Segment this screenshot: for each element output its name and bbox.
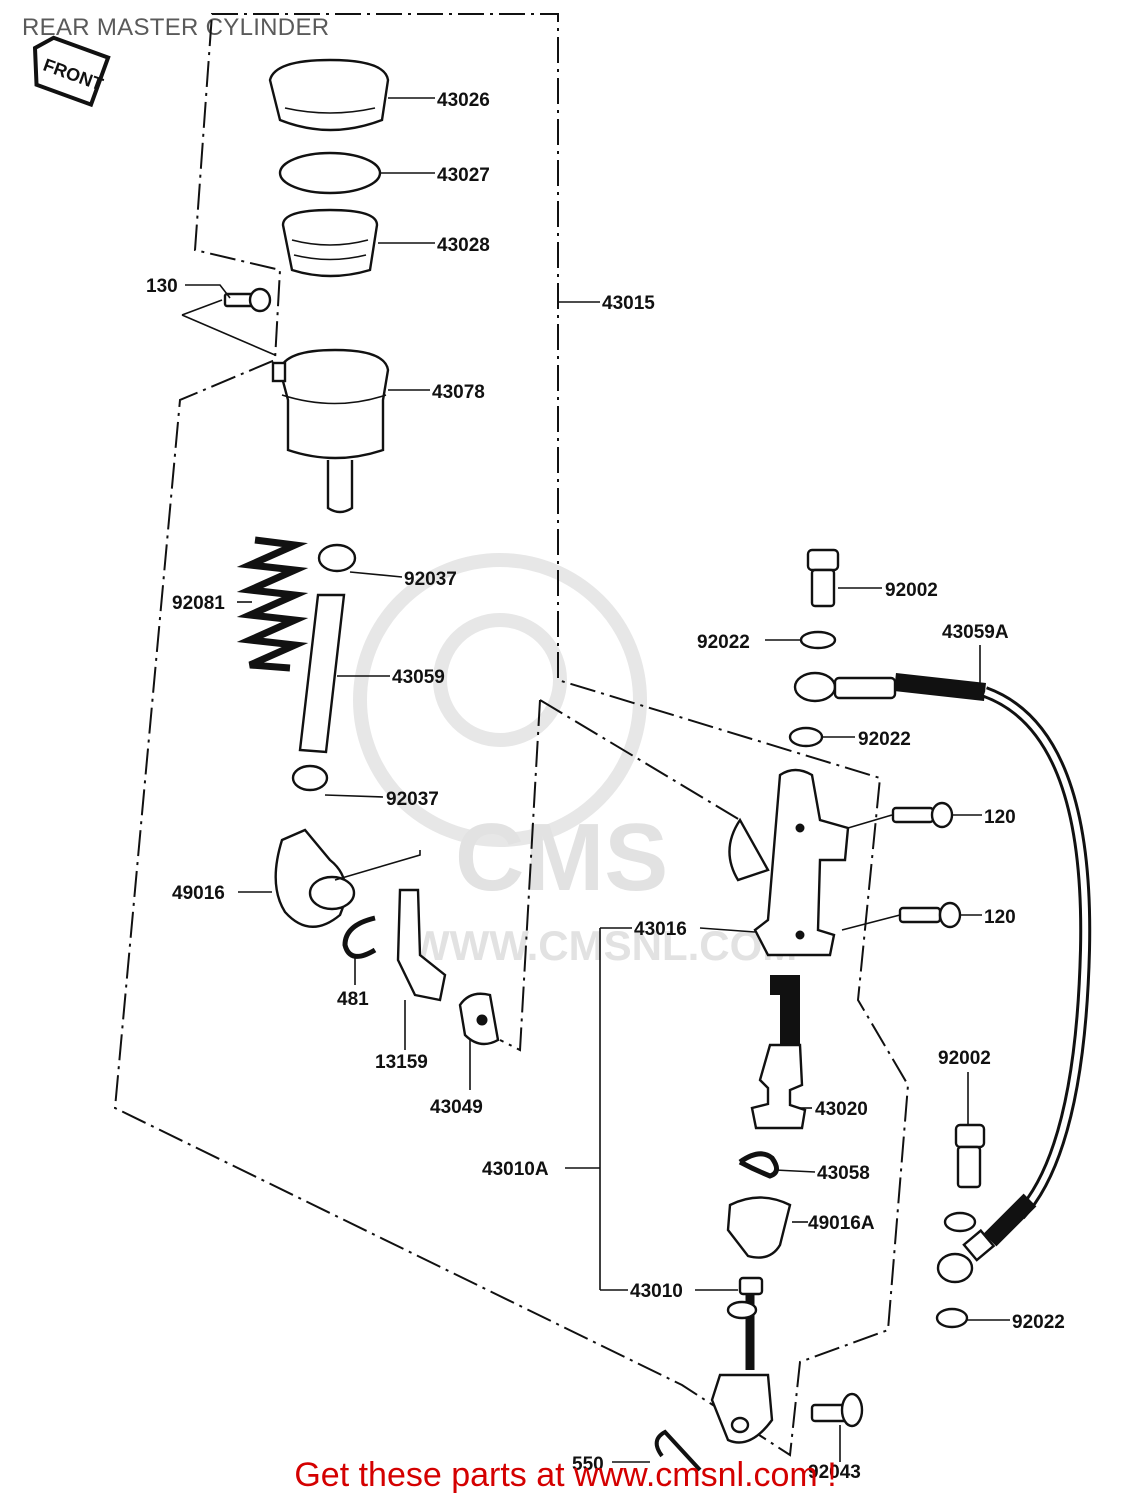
label-43027: 43027	[437, 165, 490, 186]
dust-boot	[726, 1196, 792, 1259]
label-92037-lower: 92037	[386, 789, 439, 810]
label-43010: 43010	[630, 1281, 683, 1302]
hose-clamp-lower	[291, 764, 329, 792]
banjo-bolt-upper	[806, 548, 840, 608]
label-43026: 43026	[437, 90, 490, 111]
washer-upper	[799, 630, 837, 650]
clip-43058	[738, 1151, 779, 1179]
label-49016: 49016	[172, 883, 225, 904]
screw-130	[223, 287, 272, 313]
label-481: 481	[337, 989, 369, 1010]
label-120-lower: 120	[984, 907, 1016, 928]
hose-clamp-upper	[317, 543, 357, 573]
washer-lower-a	[943, 1211, 977, 1233]
fitting-13159	[396, 888, 447, 1002]
hose-connector	[274, 828, 356, 928]
piston-assembly	[750, 975, 807, 1130]
label-43015: 43015	[602, 293, 655, 314]
master-cylinder-body	[728, 768, 850, 957]
bolt-120-upper	[891, 801, 954, 829]
label-130: 130	[146, 276, 178, 297]
assembly-outline	[113, 13, 910, 1457]
label-92002-upper: 92002	[885, 580, 938, 601]
cotter-pin	[654, 1429, 702, 1472]
label-92043: 92043	[808, 1462, 861, 1483]
watermark-logo: CMS	[455, 804, 668, 911]
label-92002-lower: 92002	[938, 1048, 991, 1069]
label-43059A: 43059A	[942, 622, 1009, 643]
label-92022-upper: 92022	[697, 632, 750, 653]
label-120-upper: 120	[984, 807, 1016, 828]
label-43016: 43016	[634, 919, 687, 940]
banjo-bolt-lower	[954, 1123, 986, 1189]
push-rod	[710, 1276, 774, 1444]
reservoir-cap	[268, 58, 390, 132]
diaphragm	[278, 151, 382, 195]
label-550: 550	[572, 1454, 604, 1475]
page-title: REAR MASTER CYLINDER	[22, 14, 330, 41]
oring-43049	[458, 992, 500, 1046]
label-92022-lower: 92022	[1012, 1312, 1065, 1333]
label-43028: 43028	[437, 235, 490, 256]
watermark-site: WWW.CMSNL.COM	[410, 922, 797, 969]
leader-lines	[181, 97, 1010, 1463]
label-43058: 43058	[817, 1163, 870, 1184]
label-43020: 43020	[815, 1099, 868, 1120]
brake-hose	[793, 671, 1092, 1284]
label-43078: 43078	[432, 382, 485, 403]
watermark: CMS WWW.CMSNL.COM	[353, 553, 797, 969]
circlip-481	[342, 915, 377, 959]
label-13159: 13159	[375, 1052, 428, 1073]
sub-assembly-outline	[499, 699, 741, 1052]
part-labels: 43026 43027 43028 130 43015 43078 92037 …	[146, 90, 1065, 1483]
label-43010A: 43010A	[482, 1159, 549, 1180]
washer-middle	[788, 726, 824, 748]
label-49016A: 49016A	[808, 1213, 875, 1234]
clevis-pin	[810, 1392, 864, 1428]
label-43049: 43049	[430, 1097, 483, 1118]
label-43059: 43059	[392, 667, 445, 688]
front-arrow-icon: FRONT	[32, 35, 111, 108]
label-92022-middle: 92022	[858, 729, 911, 750]
label-92037-upper: 92037	[404, 569, 457, 590]
reservoir	[271, 348, 390, 514]
diaphragm-plate	[281, 208, 379, 278]
bolt-120-lower	[898, 901, 962, 929]
label-92081: 92081	[172, 593, 225, 614]
reservoir-hose	[298, 593, 346, 754]
footer-link-text[interactable]: Get these parts at www.cmsnl.com !	[294, 1456, 837, 1494]
spring-92081	[236, 536, 309, 672]
washer-lower-b	[935, 1307, 969, 1329]
